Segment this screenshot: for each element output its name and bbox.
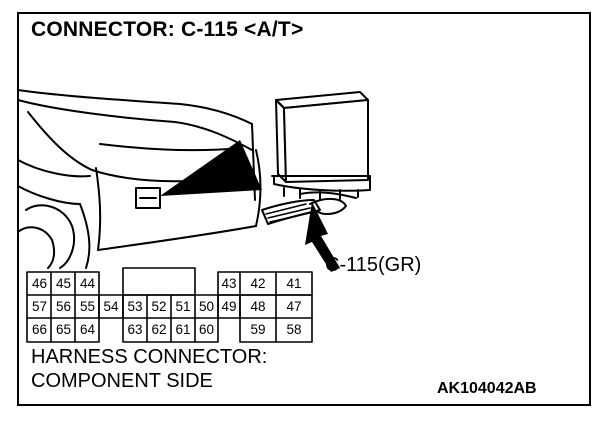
caption-line-1: HARNESS CONNECTOR: xyxy=(31,346,268,368)
harness-plug xyxy=(261,198,347,225)
pin-label: 45 xyxy=(55,276,72,291)
pin-label: 52 xyxy=(151,299,167,314)
pin-label: 63 xyxy=(127,322,143,337)
control-unit xyxy=(271,91,371,201)
pin-label: 43 xyxy=(221,276,237,291)
pin-label: 48 xyxy=(250,299,266,314)
pin-label: 57 xyxy=(31,299,48,314)
zoom-wedge xyxy=(160,140,262,196)
pin-label: 55 xyxy=(79,299,96,314)
diagram-title: CONNECTOR: C-115 <A/T> xyxy=(31,18,304,41)
pin-label: 62 xyxy=(151,322,167,337)
connector-callout-label: C-115(GR) xyxy=(325,254,422,276)
pin-label: 44 xyxy=(79,276,96,291)
pin-label: 61 xyxy=(175,322,191,337)
pin-label: 54 xyxy=(103,299,119,314)
figure-frame xyxy=(17,12,591,406)
pin-label: 53 xyxy=(127,299,143,314)
pin-label: 51 xyxy=(175,299,191,314)
pin-label: 64 xyxy=(79,322,96,337)
pin-label: 65 xyxy=(55,322,72,337)
pin-label: 49 xyxy=(221,299,237,314)
pin-label: 50 xyxy=(198,299,215,314)
pin-label: 56 xyxy=(55,299,72,314)
pin-label: 47 xyxy=(286,299,302,314)
pointer-arrow xyxy=(305,202,340,272)
pin-label: 42 xyxy=(250,276,266,291)
pin-label: 46 xyxy=(31,276,48,291)
pin-label: 66 xyxy=(31,322,48,337)
caption-line-2: COMPONENT SIDE xyxy=(31,370,213,392)
pin-label: 60 xyxy=(198,322,215,337)
figure-code: AK104042AB xyxy=(437,380,537,397)
pin-label: 41 xyxy=(286,276,302,291)
pin-label: 59 xyxy=(250,322,266,337)
connector-face xyxy=(26,267,313,343)
pin-label: 58 xyxy=(286,322,302,337)
